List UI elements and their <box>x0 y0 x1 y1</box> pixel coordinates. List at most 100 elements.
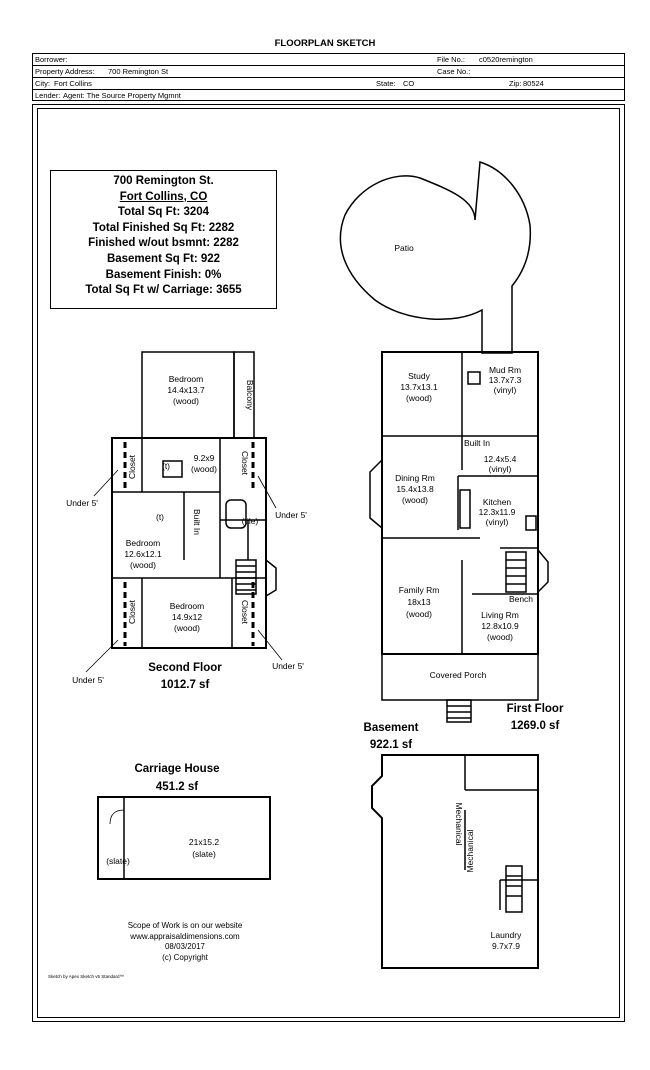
second-floor-plan <box>111 351 277 649</box>
sf-under5-1: Under 5' <box>66 498 98 508</box>
mud-fixture <box>467 371 481 385</box>
summary-total-carriage: Total Sq Ft w/ Carriage: 3655 <box>85 284 242 297</box>
ff-pantry-dim: 12.4x5.4 <box>484 454 517 464</box>
sf-bedroom-left-dim: 12.6x12.1 <box>124 549 162 559</box>
second-floor-area: 1012.7 sf <box>161 679 210 691</box>
pointer-line <box>85 639 119 673</box>
ff-family-dim: 18x13 <box>407 597 430 607</box>
first-floor-plan <box>339 160 549 723</box>
ff-bench: Bench <box>509 594 533 604</box>
page-title: FLOORPLAN SKETCH <box>274 38 376 49</box>
summary-city: Fort Collins, CO <box>119 190 208 203</box>
property-address-label: Property Address: <box>35 67 95 76</box>
carriage-area: 451.2 sf <box>156 781 198 793</box>
ff-porch: Covered Porch <box>430 670 487 680</box>
sf-bedroom-bottom-floor: (wood) <box>174 623 200 633</box>
borrower-label: Borrower: <box>35 55 68 64</box>
header-row-lender: Lender: Agent: The Source Property Mgmnt <box>32 89 625 101</box>
first-floor-area: 1269.0 sf <box>511 720 560 732</box>
shower <box>162 460 183 478</box>
header-row-city: City: Fort Collins State: CO Zip: 80524 <box>32 77 625 89</box>
state-label: State: <box>376 79 396 88</box>
carriage-title: Carriage House <box>134 763 219 775</box>
carriage-room-dim: 21x15.2 <box>189 837 220 847</box>
summary-address: 700 Remington St. <box>113 175 214 187</box>
sf-bedroom-top-floor: (wood) <box>173 396 199 406</box>
sf-under5-3: Under 5' <box>72 675 104 685</box>
second-floor-title: Second Floor <box>148 662 222 674</box>
sketch-frame-inner <box>37 108 620 1018</box>
sf-under5-4: Under 5' <box>272 661 304 671</box>
ff-study-dim: 13.7x13.1 <box>400 382 438 392</box>
pointer-line <box>257 629 283 661</box>
city-value: Fort Collins <box>54 79 92 88</box>
bsmt-laundry-name: Laundry <box>491 930 522 940</box>
ff-kitchen-name: Kitchen <box>483 497 512 507</box>
footer-line-1: Scope of Work is on our website <box>127 921 243 930</box>
sf-bedroom-left-floor: (wood) <box>130 560 156 570</box>
bathtub <box>225 499 247 529</box>
basement-plan <box>371 754 539 969</box>
pointer-line <box>93 469 119 497</box>
sf-built-in: Built In <box>192 509 202 535</box>
summary-finished-wo-bsmnt: Finished w/out bsmnt: 2282 <box>88 237 239 250</box>
stair-1f <box>505 551 527 593</box>
file-no-value: c0520remington <box>479 55 533 64</box>
footer-line-2[interactable]: www.appraisaldimensions.com <box>130 931 240 941</box>
header-row-borrower: Borrower: File No.: c0520remington <box>32 53 625 65</box>
porch-steps <box>446 699 472 723</box>
kitchen-appliance <box>525 515 537 531</box>
basement-title: Basement <box>364 722 419 734</box>
sketch-frame-outer <box>32 104 625 1022</box>
ff-dining-name: Dining Rm <box>395 473 435 483</box>
ff-patio: Patio <box>394 243 414 253</box>
header-row-address: Property Address: 700 Remington St Case … <box>32 65 625 77</box>
ff-mud-dim: 13.7x7.3 <box>489 375 522 385</box>
ff-living-name: Living Rm <box>481 610 519 620</box>
footer-notice: Scope of Work is on our website www.appr… <box>100 921 270 963</box>
ff-family-floor: (wood) <box>406 609 432 619</box>
ff-mud-floor: (vinyl) <box>494 385 517 395</box>
summary-total-sqft: Total Sq Ft: 3204 <box>117 206 210 219</box>
property-address-value: 700 Remington St <box>108 67 169 76</box>
sf-t-mark-1: (t) <box>162 461 170 471</box>
carriage-house-plan <box>97 796 271 880</box>
footer-line-3: 08/03/2017 <box>164 942 206 951</box>
sf-tile: (tile) <box>242 516 259 526</box>
sf-t-mark-2: (t) <box>156 512 164 522</box>
city-label: City: <box>35 79 50 88</box>
sf-bedroom-bottom-dim: 14.9x12 <box>172 612 203 622</box>
ff-kitchen-dim: 12.3x11.9 <box>479 507 516 517</box>
carriage-outline <box>97 796 271 880</box>
case-no-label: Case No.: <box>437 67 471 76</box>
sf-hall-dim: 9.2x9 <box>194 453 215 463</box>
patio-outline <box>339 160 532 354</box>
lender-value: Agent: The Source Property Mgmnt <box>63 91 181 100</box>
ff-living-floor: (wood) <box>487 632 513 642</box>
bsmt-mechanical-2: Mechanical <box>465 829 475 872</box>
summary-box: 700 Remington St. Fort Collins, CO Total… <box>50 170 277 309</box>
ff-kitchen-floor: (vinyl) <box>486 517 509 527</box>
kitchen-counter <box>459 489 471 529</box>
summary-total-finished: Total Finished Sq Ft: 2282 <box>92 221 235 234</box>
first-bay-left <box>369 459 383 529</box>
sf-hall-floor: (wood) <box>191 464 217 474</box>
bsmt-mechanical-1: Mechanical <box>454 803 464 846</box>
sketch-credit: Sketch by Apex Sketch v5 Standard™ <box>48 974 125 979</box>
ff-pantry-floor: (vinyl) <box>489 464 512 474</box>
ff-study-floor: (wood) <box>406 393 432 403</box>
zip-value: 80524 <box>523 79 544 88</box>
basement-outline <box>371 754 539 969</box>
lender-label: Lender: <box>35 91 61 100</box>
carriage-slate: (slate) <box>106 856 130 866</box>
sf-closet-4: Closet <box>240 600 250 625</box>
ff-mud-name: Mud Rm <box>489 365 521 375</box>
carriage-room-floor: (slate) <box>192 849 216 859</box>
ff-dining-dim: 15.4x13.8 <box>396 484 434 494</box>
state-value: CO <box>403 79 415 88</box>
footer-line-4: (c) Copyright <box>162 952 208 962</box>
sf-balcony: Balcony <box>245 380 255 411</box>
sf-closet-3: Closet <box>127 599 137 624</box>
bedroom-top-outline <box>141 351 235 439</box>
